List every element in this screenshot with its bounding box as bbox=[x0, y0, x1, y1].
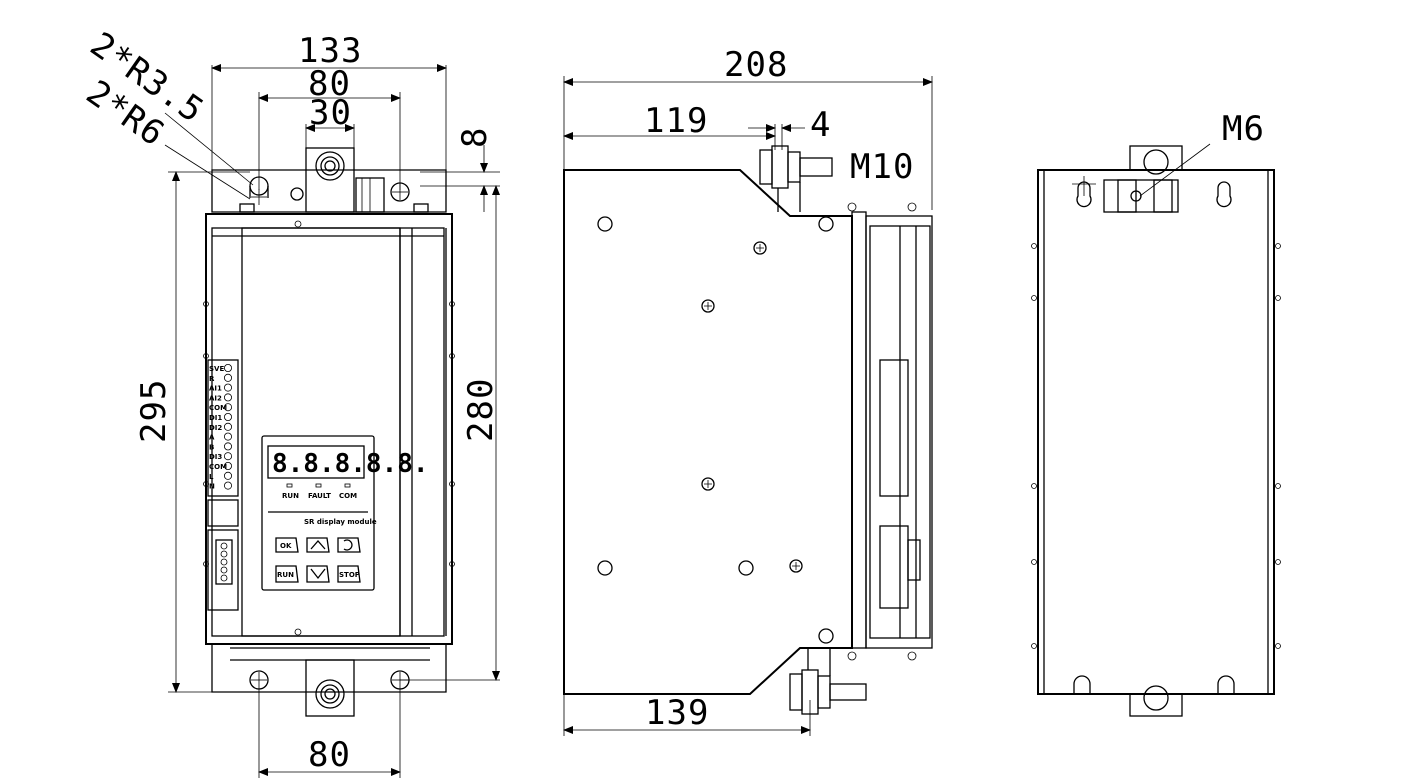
mount-hole-bottom-left bbox=[249, 670, 269, 690]
aux-terminal-pin bbox=[220, 574, 228, 582]
led-label-fault: FAULT bbox=[308, 492, 331, 500]
seven-seg-display bbox=[267, 445, 365, 479]
display-module-caption: SR display module bbox=[304, 518, 377, 526]
terminal-screw bbox=[223, 471, 232, 480]
mount-hole-top-right bbox=[390, 182, 410, 202]
side-view: 208 119 4 M10 139 bbox=[563, 45, 933, 736]
terminal-screw bbox=[223, 422, 232, 431]
button-run[interactable]: RUN bbox=[275, 565, 299, 583]
terminal-label: COM bbox=[209, 404, 227, 412]
terminal-label: AI1 bbox=[209, 385, 222, 393]
aux-terminal-pin bbox=[220, 542, 228, 550]
dim-terminal-width: 30 bbox=[309, 93, 352, 133]
terminal-label: A bbox=[209, 434, 215, 442]
terminal-strip bbox=[207, 359, 239, 497]
dim-hole-spacing-vertical: 280 bbox=[461, 378, 501, 442]
dim-hole-offset: 8 bbox=[455, 127, 495, 148]
front-view: 133 80 30 8 295 280 80 2*R3.5 2*R6 bbox=[79, 25, 501, 778]
terminal-label: R bbox=[209, 375, 215, 383]
svg-text:RUN: RUN bbox=[277, 571, 294, 579]
svg-text:STOP: STOP bbox=[339, 571, 360, 579]
terminal-label: AI2 bbox=[209, 394, 222, 402]
side-housing bbox=[563, 169, 853, 695]
terminal-screw bbox=[223, 393, 232, 402]
terminal-label: DI2 bbox=[209, 424, 222, 432]
dim-hole-spacing-top: 80 bbox=[308, 64, 351, 104]
dim-gap: 4 bbox=[810, 105, 831, 145]
bottom-terminal-bar bbox=[305, 659, 355, 717]
terminal-screw bbox=[223, 412, 232, 421]
callout-thread: M6 bbox=[1222, 109, 1265, 149]
terminal-screw bbox=[223, 432, 232, 441]
back-top-terminal bbox=[1129, 145, 1183, 171]
button-stop[interactable]: STOP bbox=[337, 565, 361, 583]
top-terminal-bar bbox=[305, 147, 355, 213]
terminal-screw bbox=[223, 452, 232, 461]
button-ok[interactable]: OK bbox=[275, 537, 299, 553]
svg-text:OK: OK bbox=[280, 542, 292, 550]
led-label-run: RUN bbox=[282, 492, 299, 500]
terminal-screw bbox=[223, 403, 232, 412]
dim-top-offset: 119 bbox=[644, 101, 708, 141]
bottom-bolt bbox=[789, 648, 867, 715]
front-housing bbox=[205, 213, 453, 645]
terminal-label: COM bbox=[209, 463, 227, 471]
terminal-label: DI3 bbox=[209, 453, 222, 461]
callout-bolt: M10 bbox=[850, 147, 914, 187]
dim-bottom-offset: 139 bbox=[645, 693, 709, 733]
terminal-screw bbox=[223, 461, 232, 470]
aux-terminal-pin bbox=[220, 550, 228, 558]
screws bbox=[701, 241, 803, 573]
display-module bbox=[261, 435, 375, 591]
terminal-label: L bbox=[209, 473, 214, 481]
dim-overall-width: 133 bbox=[298, 31, 362, 71]
chevron-down-icon bbox=[310, 568, 326, 580]
top-bolt bbox=[759, 145, 833, 212]
display-digits: 8.8.8.8.8. bbox=[272, 449, 429, 479]
terminal-screw bbox=[223, 373, 232, 382]
terminal-screw bbox=[223, 481, 232, 490]
button-up[interactable] bbox=[306, 537, 330, 553]
button-down[interactable] bbox=[306, 565, 330, 583]
return-icon bbox=[343, 539, 353, 551]
terminal-label: SVE bbox=[209, 365, 224, 373]
terminal-screw bbox=[223, 442, 232, 451]
button-return[interactable] bbox=[337, 537, 361, 553]
led-label-com: COM bbox=[339, 492, 357, 500]
edge-rivets bbox=[203, 220, 455, 636]
terminal-screw bbox=[223, 383, 232, 392]
dim-overall-height: 295 bbox=[134, 379, 174, 443]
chevron-up-icon bbox=[310, 540, 326, 550]
back-view: M6 bbox=[1031, 109, 1281, 717]
terminal-label: B bbox=[209, 443, 214, 451]
mount-hole-bottom-right bbox=[390, 670, 410, 690]
aux-terminal-pin bbox=[220, 566, 228, 574]
back-bottom-terminal bbox=[1129, 693, 1183, 717]
aux-terminal-pin bbox=[220, 558, 228, 566]
terminal-label: DI1 bbox=[209, 414, 222, 422]
back-housing bbox=[1037, 169, 1275, 695]
dim-hole-spacing-bottom: 80 bbox=[308, 735, 351, 775]
terminal-screw bbox=[223, 363, 232, 372]
aux-terminal-block bbox=[207, 529, 239, 611]
back-rivets bbox=[1031, 243, 1281, 649]
dim-overall-depth: 208 bbox=[724, 45, 788, 85]
terminal-label: N bbox=[209, 483, 215, 491]
